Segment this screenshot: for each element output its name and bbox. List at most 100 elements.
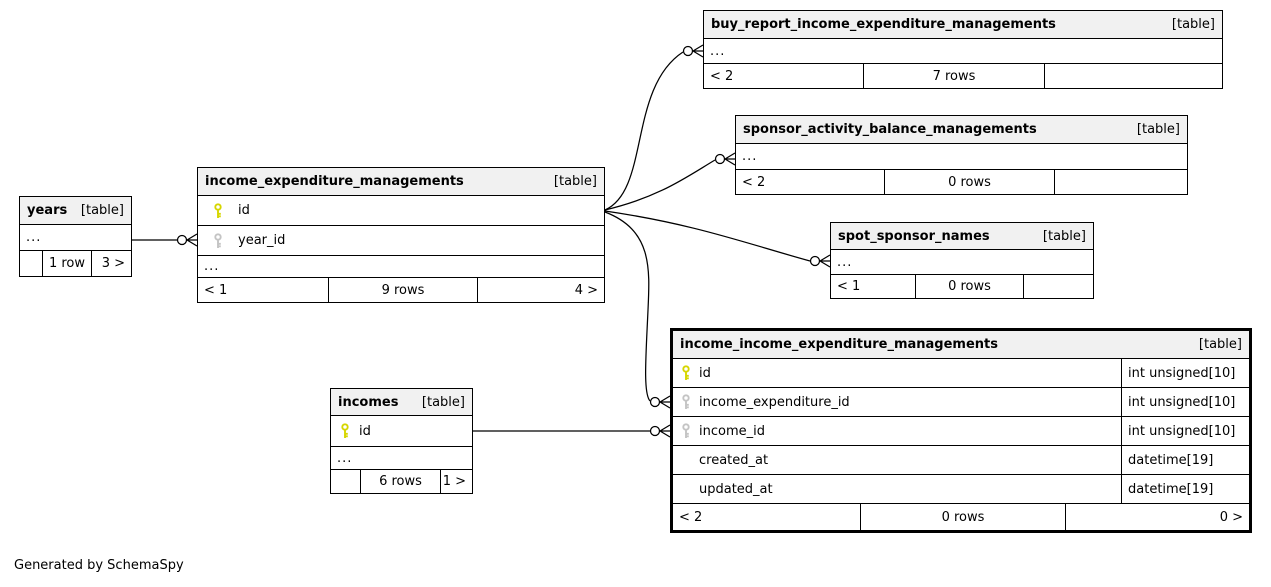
column-type: int unsigned[10] bbox=[1121, 359, 1249, 387]
footer-parents-degree: < 2 bbox=[742, 174, 766, 190]
dots-row: ... bbox=[198, 256, 604, 278]
footer-parents-degree: < 1 bbox=[204, 282, 228, 298]
column-type: int unsigned[10] bbox=[1121, 388, 1249, 416]
table-header: years [table] bbox=[20, 197, 131, 225]
footer-children-degree bbox=[1044, 64, 1222, 88]
column-row-year_id: year_id bbox=[198, 226, 604, 256]
table-name[interactable]: buy_report_income_expenditure_management… bbox=[711, 17, 1056, 32]
pk-key-icon bbox=[682, 365, 690, 380]
pk-key-icon bbox=[341, 423, 349, 438]
footer-row-count: 6 rows bbox=[360, 470, 440, 493]
dots-row: ... bbox=[20, 225, 131, 251]
dots-row: ... bbox=[704, 39, 1222, 64]
column-type: int unsigned[10] bbox=[1121, 417, 1249, 445]
table-header: income_income_expenditure_managements [ta… bbox=[673, 331, 1249, 359]
column-name: created_at bbox=[699, 452, 769, 468]
dots-row: ... bbox=[331, 447, 472, 470]
dots-row: ... bbox=[831, 250, 1093, 275]
footer-row-count: 0 rows bbox=[915, 275, 1023, 298]
key-slot bbox=[673, 394, 699, 410]
footer-children-degree: 0 > bbox=[1065, 504, 1249, 530]
footer-parents-degree: < 2 bbox=[710, 68, 734, 84]
footer-parents-degree: < 2 bbox=[679, 509, 703, 525]
table-tag: [table] bbox=[421, 394, 465, 410]
footer-children-degree: 1 > bbox=[440, 470, 472, 493]
footer-row-count: 7 rows bbox=[863, 64, 1044, 88]
table-footer: < 2 7 rows bbox=[704, 64, 1222, 88]
table-tag: [table] bbox=[80, 203, 124, 218]
key-slot bbox=[198, 202, 238, 219]
dots-row: ... bbox=[736, 144, 1187, 170]
table-name[interactable]: income_income_expenditure_managements bbox=[680, 337, 998, 352]
footer-row-count: 0 rows bbox=[860, 504, 1065, 530]
key-slot bbox=[198, 232, 238, 249]
table-header: incomes [table] bbox=[331, 389, 472, 416]
table-tag: [table] bbox=[1042, 228, 1086, 244]
table-tag: [table] bbox=[1136, 122, 1180, 137]
footer-parents-degree bbox=[20, 251, 42, 276]
footer-parents-degree: < 1 bbox=[837, 279, 861, 294]
column-name: income_id bbox=[699, 423, 765, 439]
table-sponsor_activity_balance_managements[interactable]: sponsor_activity_balance_managements [tab… bbox=[735, 115, 1188, 195]
key-slot bbox=[331, 423, 359, 439]
table-name[interactable]: income_expenditure_managements bbox=[205, 174, 464, 189]
footer-row-count: 1 row bbox=[42, 251, 91, 276]
table-name[interactable]: spot_sponsor_names bbox=[838, 228, 990, 244]
column-name: updated_at bbox=[699, 481, 773, 497]
relation-incomes-to-income_income bbox=[473, 424, 671, 438]
table-name[interactable]: years bbox=[27, 203, 68, 218]
column-row-income_expenditure_id: income_expenditure_id int unsigned[10] bbox=[673, 388, 1249, 417]
footer-parents-degree bbox=[331, 470, 360, 493]
relation-years-to-income_expenditure_managements bbox=[132, 233, 198, 247]
table-footer: < 2 0 rows bbox=[736, 170, 1187, 194]
table-tag: [table] bbox=[1171, 17, 1215, 32]
column-row-id: id bbox=[331, 416, 472, 447]
footer-children-degree bbox=[1054, 170, 1187, 194]
fk-key-icon bbox=[682, 423, 690, 438]
relation-income_expenditure-to-spot_sponsor_names bbox=[604, 210, 831, 268]
column-row-updated_at: updated_at datetime[19] bbox=[673, 475, 1249, 504]
fk-key-icon bbox=[214, 232, 222, 248]
table-header: buy_report_income_expenditure_management… bbox=[704, 11, 1222, 39]
table-header: income_expenditure_managements [table] bbox=[198, 168, 604, 196]
table-income_expenditure_managements[interactable]: income_expenditure_managements [table] id y… bbox=[197, 167, 605, 303]
footer-children-degree: 3 > bbox=[91, 251, 131, 276]
footer-row-count: 0 rows bbox=[884, 170, 1054, 194]
column-name: year_id bbox=[238, 233, 286, 248]
column-name: income_expenditure_id bbox=[699, 394, 850, 410]
table-tag: [table] bbox=[553, 174, 597, 189]
relation-income_expenditure-to-sponsor_activity bbox=[604, 152, 736, 211]
table-name[interactable]: sponsor_activity_balance_managements bbox=[743, 122, 1037, 137]
column-row-id: id bbox=[198, 196, 604, 226]
column-name: id bbox=[699, 365, 711, 381]
key-slot bbox=[673, 423, 699, 439]
table-spot_sponsor_names[interactable]: spot_sponsor_names [table]... < 1 0 rows bbox=[830, 222, 1094, 299]
column-name: id bbox=[359, 423, 371, 439]
column-row-income_id: income_id int unsigned[10] bbox=[673, 417, 1249, 446]
relation-income_expenditure-to-buy_report bbox=[604, 44, 704, 211]
table-header: sponsor_activity_balance_managements [tab… bbox=[736, 116, 1187, 144]
column-type: datetime[19] bbox=[1121, 475, 1249, 503]
fk-key-icon bbox=[682, 394, 690, 409]
column-name: id bbox=[238, 203, 250, 218]
table-income_income_expenditure_managements[interactable]: income_income_expenditure_managements [ta… bbox=[670, 328, 1252, 533]
relation-income_expenditure-to-income_income bbox=[604, 211, 671, 409]
table-tag: [table] bbox=[1198, 337, 1242, 352]
pk-key-icon bbox=[214, 202, 222, 218]
generator-note: Generated by SchemaSpy bbox=[14, 558, 184, 573]
key-slot bbox=[673, 365, 699, 381]
footer-children-degree bbox=[1023, 275, 1093, 298]
footer-children-degree: 4 > bbox=[477, 278, 604, 302]
footer-row-count: 9 rows bbox=[328, 278, 477, 302]
column-row-id: id int unsigned[10] bbox=[673, 359, 1249, 388]
table-buy_report_income_expenditure_managements[interactable]: buy_report_income_expenditure_management… bbox=[703, 10, 1223, 89]
table-name[interactable]: incomes bbox=[338, 394, 399, 410]
